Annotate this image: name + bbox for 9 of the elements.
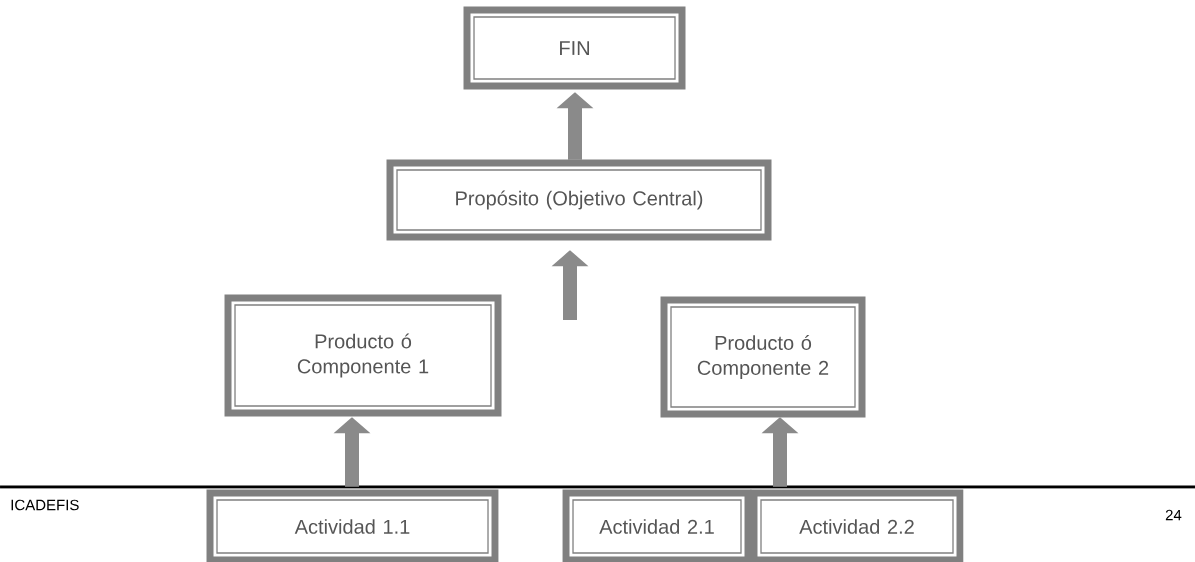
- text-box: Propósito (Objetivo Central): [386, 159, 772, 241]
- text-box: Producto ó Componente 1: [224, 294, 502, 417]
- text-box: Producto ó Componente 2: [660, 296, 866, 418]
- footer-text: 24: [1165, 509, 1182, 521]
- text-box: FIN: [463, 6, 686, 90]
- text-box: Actividad 2.1: [562, 489, 752, 562]
- footer-text: ICADEFIS: [11, 499, 79, 511]
- text-box: Actividad 1.1: [206, 489, 499, 562]
- text-box: Actividad 2.2: [750, 489, 964, 562]
